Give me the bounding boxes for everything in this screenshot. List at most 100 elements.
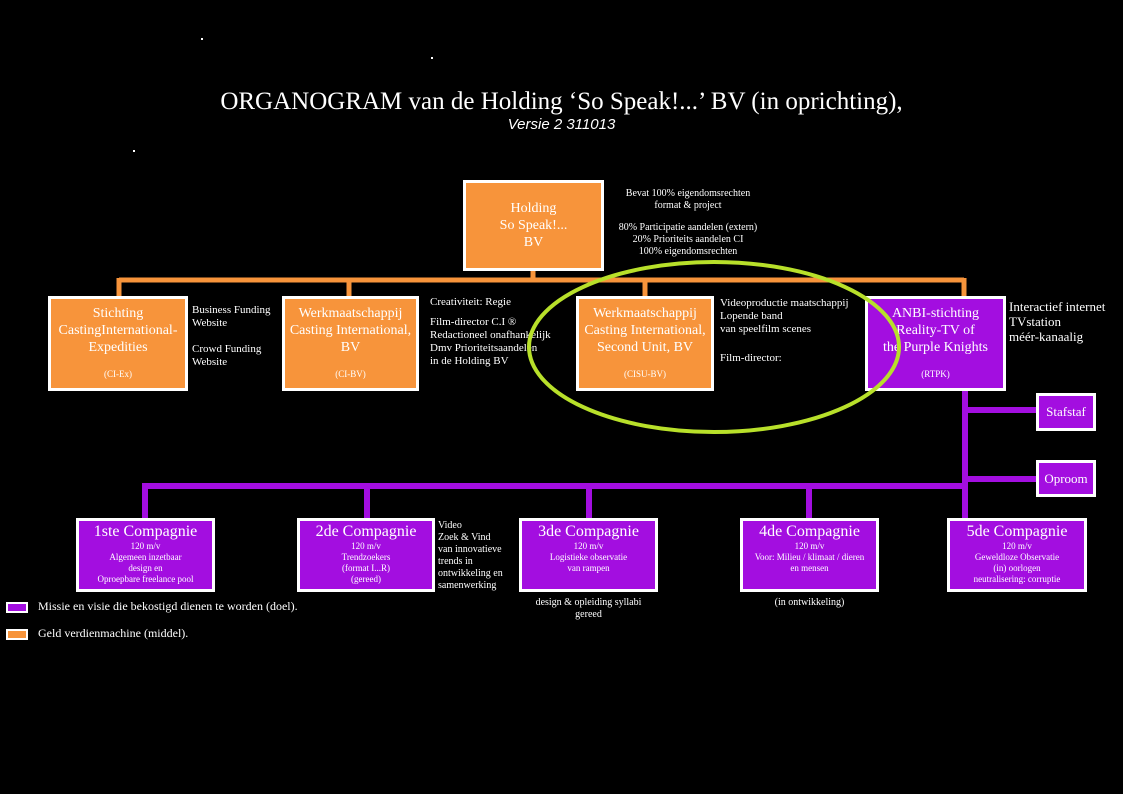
company-box-4: 4de Compagnie 120 m/v Voor: Milieu / kli… [740,518,879,592]
unit-note-ci-ex: Business Funding Website Crowd Funding W… [192,304,271,369]
unit-code: (CI-BV) [335,369,366,379]
legend-label: Geld verdienmachine (middel). [38,626,189,640]
page-title: ORGANOGRAM van de Holding ‘So Speak!...’… [220,88,903,115]
company-line: (gereed) [351,574,381,584]
note-line: TVstation [1009,314,1061,329]
legend-swatch-purple [6,602,28,613]
holding-box: Holding So Speak!... BV [463,180,604,271]
note-line: Redactioneel onafhankelijk [430,329,551,341]
unit-name-line: ANBI-stichting [891,306,980,321]
unit-name-line: Werkmaatschappij [593,306,697,321]
note-line: Website [192,317,228,329]
note-line: Film-director: [720,352,782,364]
page-subtitle: Versie 2 311013 [507,116,616,133]
note-line: Business Funding [192,304,271,316]
note-line: van speelfilm scenes [720,323,812,335]
unit-code: (CI-Ex) [104,369,132,379]
note-line: 20% Prioriteits aandelen CI [632,234,744,245]
speck [431,57,433,59]
company-line: van rampen [567,563,610,573]
note-line: Creativiteit: Regie [430,296,511,308]
company-line: en mensen [790,563,829,573]
unit-box-ci-bv: Werkmaatschappij Casting International, … [282,296,419,391]
stafstaf-tag: Stafstaf [1036,393,1096,431]
note-line: samenwerking [438,580,497,591]
note-line: Crowd Funding [192,343,262,355]
unit-note-ci-bv: Creativiteit: Regie Film-director C.I ® … [430,296,551,368]
note-line: (in ontwikkeling) [774,597,845,608]
note-line: Video [438,520,462,531]
company-line: Voor: Milieu / klimaat / dieren [754,552,865,562]
holding-line: Holding [510,201,557,216]
note-line: Zoek & Vind [438,532,491,543]
unit-box-cisu-bv: Werkmaatschappij Casting International, … [576,296,714,391]
holding-note-1: Bevat 100% eigendomsrechten format & pro… [612,188,764,212]
company-line: (format I...R) [342,563,390,573]
speck [133,150,135,152]
company-name: 3de Compagnie [538,523,639,540]
note-line: van innovatieve [438,544,502,555]
note-line: Dmv Prioriteitsaandelen [430,342,538,354]
company-box-1: 1ste Compagnie 120 m/v Algemeen inzetbaa… [76,518,215,592]
company-note-2: Video Zoek & Vind van innovatieve trends… [438,520,503,592]
note-line: Interactief internet [1009,299,1106,314]
unit-name-line: Second Unit, BV [596,340,694,355]
company-line: (in) oorlogen [993,563,1041,573]
unit-name-line: CastingInternational- [58,323,178,338]
note-line: Videoproductie maatschappij [720,297,849,309]
unit-name-line: Stichting [92,306,144,321]
note-line: ontwikkeling en [438,568,503,579]
unit-code: (CISU-BV) [624,369,666,379]
company-line: Oproepbare freelance pool [97,574,194,584]
company-line: Geweldloze Observatie [974,552,1060,562]
company-size: 120 m/v [794,541,825,551]
company-line: Algemeen inzetbaar [109,552,182,562]
unit-name-line: Reality-TV of [896,323,975,338]
holding-note-2: 80% Participatie aandelen (extern) 20% P… [605,222,771,258]
company-below-3: design & opleiding syllabi gereed [519,597,658,621]
note-line: design & opleiding syllabi [535,597,642,608]
company-name: 5de Compagnie [966,523,1068,540]
unit-note-cisu-bv: Videoproductie maatschappij Lopende band… [720,297,849,365]
highlight-ellipse [527,260,901,434]
note-line: Bevat 100% eigendomsrechten [625,188,751,199]
company-line: neutralisering: corruptie [973,574,1061,584]
legend-swatch-orange [6,629,28,640]
company-below-4: (in ontwikkeling) [740,597,879,609]
note-line: Lopende band [720,310,783,322]
holding-line: BV [523,235,544,250]
unit-name-line: Werkmaatschappij [298,306,403,321]
note-line: méér-kanaalig [1009,329,1084,344]
company-name: 4de Compagnie [759,523,860,540]
company-box-2: 2de Compagnie 120 m/v Trendzoekers (form… [297,518,435,592]
speck [201,38,203,40]
note-line: Film-director C.I ® [430,316,517,328]
unit-name-line: Expedities [88,340,148,355]
note-line: gereed [575,609,602,620]
unit-name-line: Casting International, [584,323,706,338]
note-line: 80% Participatie aandelen (extern) [618,222,758,233]
company-size: 120 m/v [130,541,161,551]
company-name: 1ste Compagnie [93,523,198,540]
company-box-5: 5de Compagnie 120 m/v Geweldloze Observa… [947,518,1087,592]
note-line: 100% eigendomsrechten [638,246,738,257]
holding-line: So Speak!... [499,218,568,233]
unit-name-line: the Purple Knights [883,340,988,355]
company-size: 120 m/v [1002,541,1032,551]
unit-box-ci-ex: Stichting CastingInternational- Expediti… [48,296,188,391]
company-line: design en [128,563,163,573]
company-line: Trendzoekers [341,552,391,562]
legend-label: Missie en visie die bekostigd dienen te … [38,599,298,613]
note-line: trends in [438,556,473,567]
unit-code: (RTPK) [921,369,950,379]
oproom-tag: Oproom [1036,460,1096,497]
company-box-3: 3de Compagnie 120 m/v Logistieke observa… [519,518,658,592]
unit-note-rtpk: Interactief internet TVstation méér-kana… [1009,299,1105,344]
company-line: Logistieke observatie [549,552,628,562]
company-name: 2de Compagnie [315,523,417,540]
note-line: in de Holding BV [430,355,509,367]
unit-name-line: Casting International, [289,323,412,338]
note-line: Website [192,356,228,368]
